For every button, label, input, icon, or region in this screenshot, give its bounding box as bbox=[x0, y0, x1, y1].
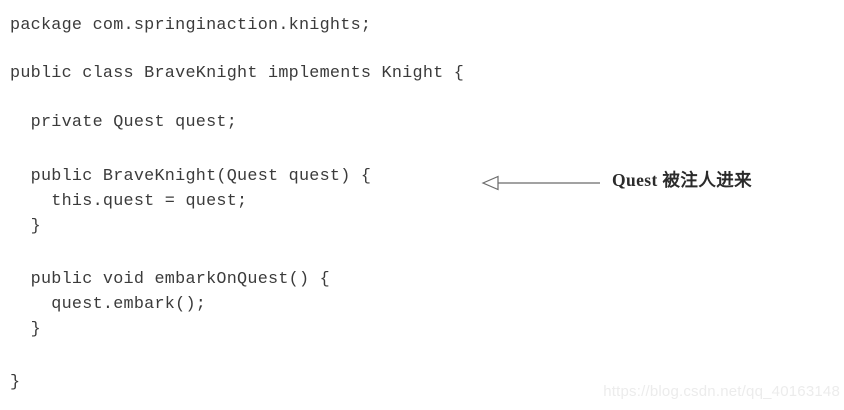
watermark-url: https://blog.csdn.net/qq_40163148 bbox=[603, 383, 840, 400]
code-line-constructor-assignment: this.quest = quest; bbox=[10, 192, 248, 211]
code-line-constructor-signature: public BraveKnight(Quest quest) { bbox=[10, 167, 372, 186]
code-line-class-declaration: public class BraveKnight implements Knig… bbox=[10, 64, 465, 83]
left-arrow-open-head-icon bbox=[481, 175, 600, 191]
code-line-method-closing-brace: } bbox=[10, 320, 41, 339]
annotation-label-text: Quest 被注人进来 bbox=[612, 170, 753, 190]
annotation-callout: Quest 被注人进来 bbox=[478, 166, 798, 200]
code-line-method-body: quest.embark(); bbox=[10, 295, 207, 314]
code-line-field-quest: private Quest quest; bbox=[10, 113, 238, 132]
code-line-method-signature: public void embarkOnQuest() { bbox=[10, 270, 330, 289]
code-line-class-closing-brace: } bbox=[10, 373, 21, 392]
code-line-constructor-closing-brace: } bbox=[10, 217, 41, 236]
code-line-package-declaration: package com.springinaction.knights; bbox=[10, 16, 372, 35]
